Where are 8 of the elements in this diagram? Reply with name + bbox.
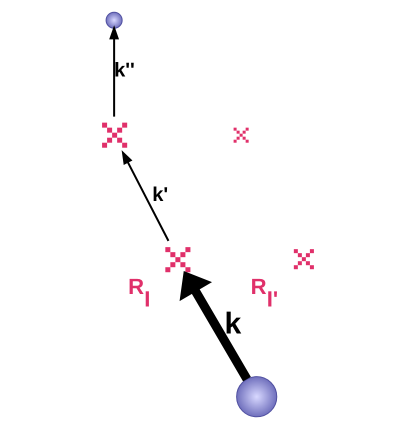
edge-label: k (224, 307, 242, 340)
edge-label: k' (152, 184, 168, 206)
arrow (180, 271, 251, 382)
arrow (109, 25, 120, 117)
arrow (122, 150, 170, 242)
edge-label: k'' (114, 59, 135, 82)
node-circle (236, 376, 278, 418)
node-circle (106, 12, 123, 29)
